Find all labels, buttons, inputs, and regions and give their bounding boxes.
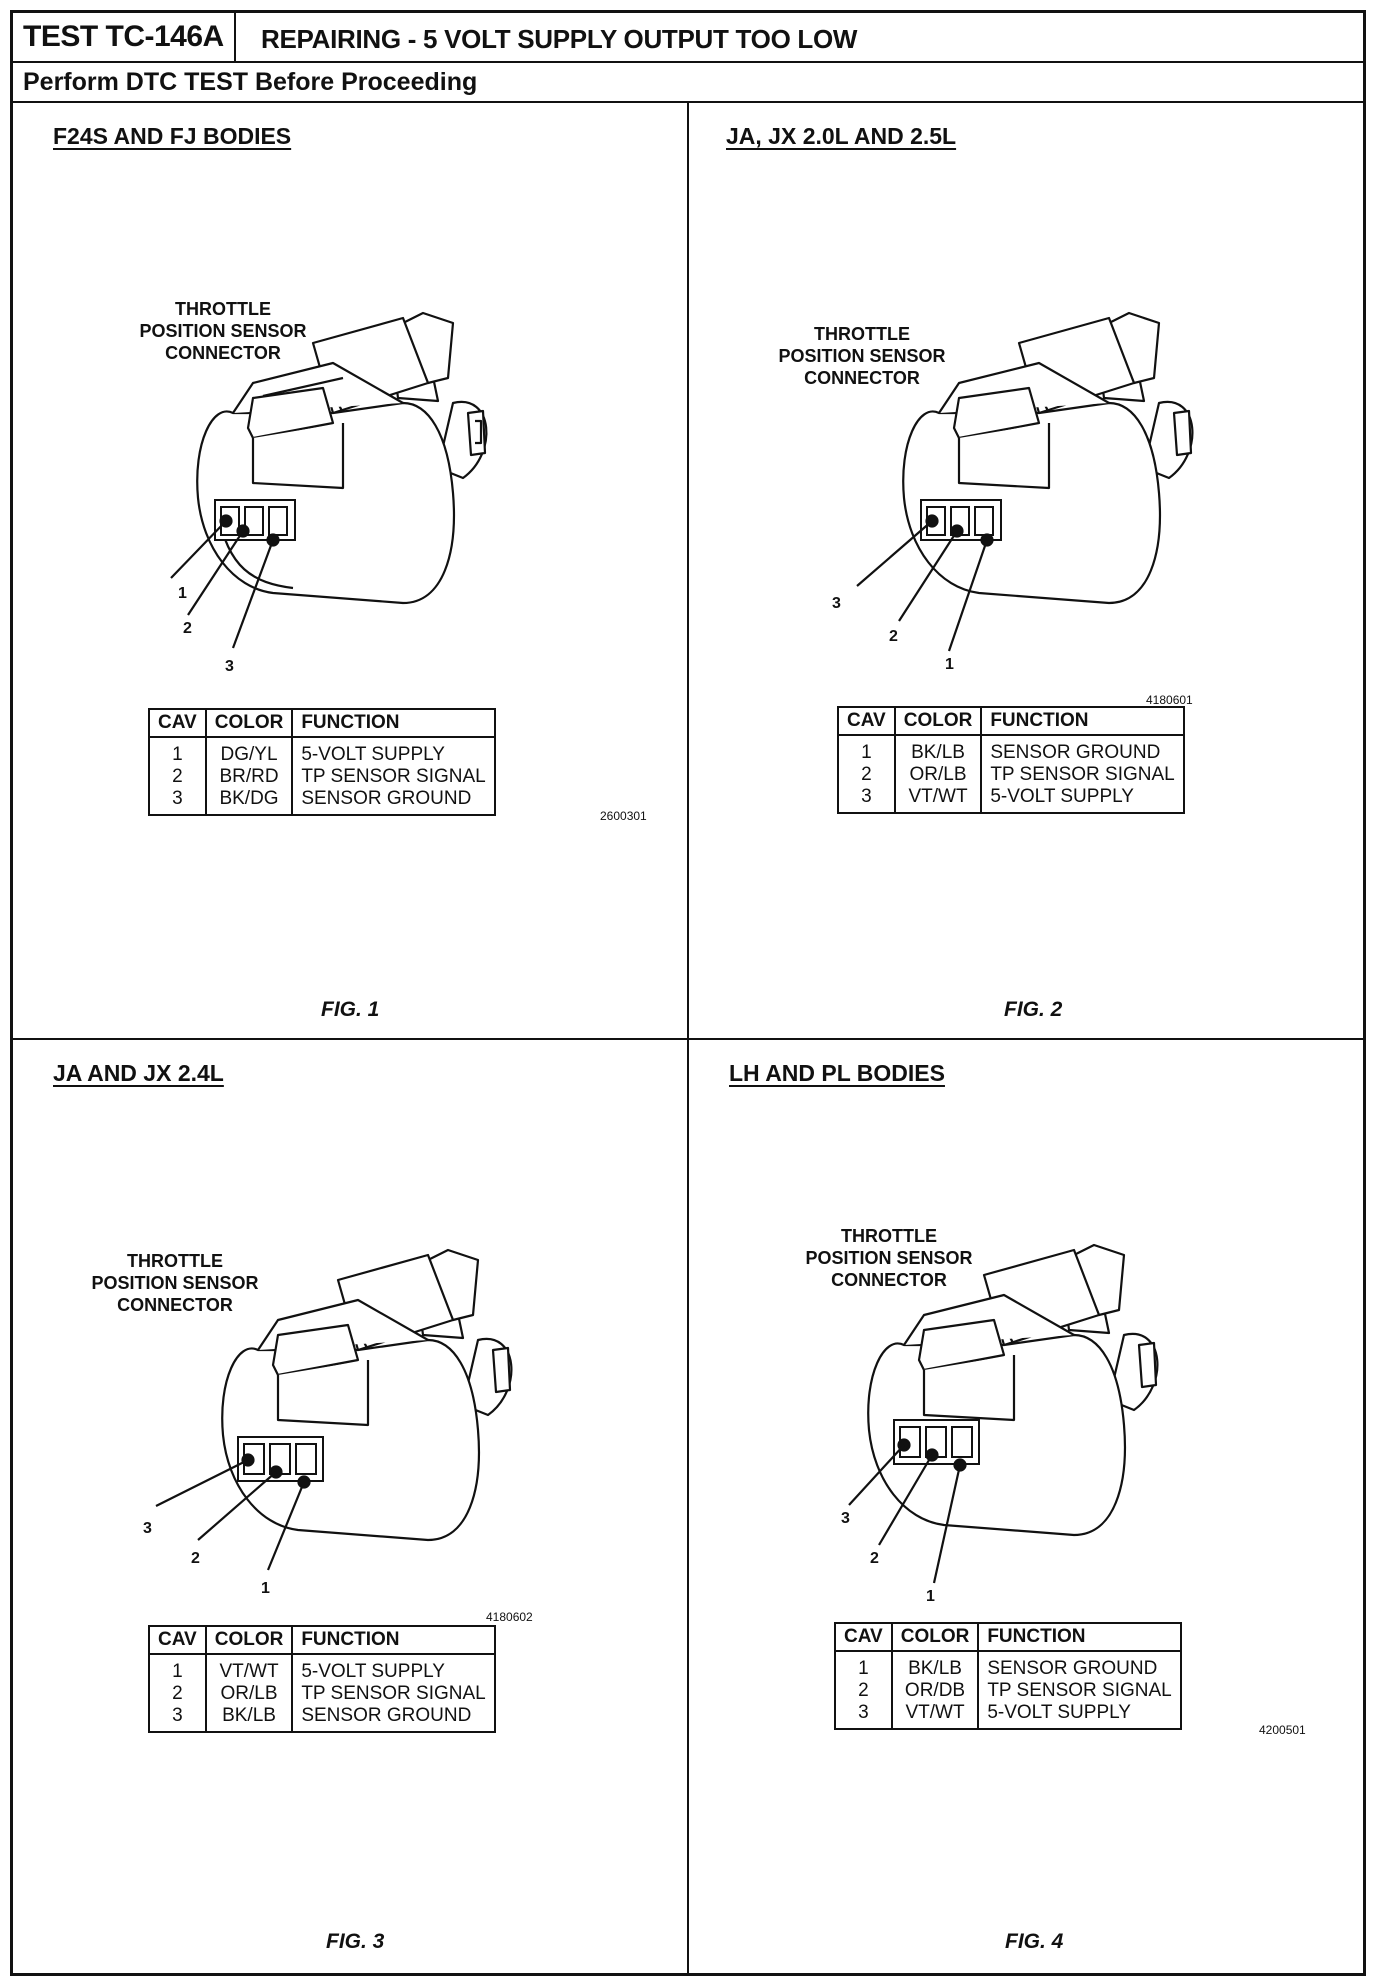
pin-number: 3	[225, 658, 234, 675]
color-header: COLOR	[205, 1626, 294, 1655]
header-bar: TEST TC-146A REPAIRING - 5 VOLT SUPPLY O…	[13, 13, 1363, 63]
connector-drawing	[856, 311, 1194, 652]
table-row: 3 VT/WT 5-VOLT SUPPLY	[835, 1702, 1181, 1729]
table-row: 3 BK/LB SENSOR GROUND	[149, 1705, 495, 1732]
figure-panel-1: F24S AND FJ BODIES THROTTLE POSITION SEN…	[13, 103, 689, 1040]
pin-number: 2	[870, 1550, 879, 1567]
pin-number: 2	[183, 620, 192, 637]
sensor-label: THROTTLE POSITION SENSOR CONNECTOR	[139, 299, 307, 363]
table-row: 1 VT/WT 5-VOLT SUPPLY	[149, 1654, 495, 1683]
figure-title: LH AND PL BODIES	[729, 1060, 945, 1086]
figure-panel-2: JA, JX 2.0L AND 2.5L THROTTLE POSITION S…	[689, 103, 1363, 1040]
figure-title: JA AND JX 2.4L	[53, 1060, 224, 1086]
figure-panel-4: LH AND PL BODIES THROTTLE POSITION SENSO…	[689, 1040, 1363, 1973]
function-header: FUNCTION	[292, 709, 495, 738]
image-code: 4200501	[1259, 1723, 1306, 1737]
pin-number: 3	[143, 1520, 152, 1537]
cav-header: CAV	[838, 707, 896, 736]
table-row: 1 DG/YL 5-VOLT SUPPLY	[149, 737, 495, 766]
pin-number: 2	[191, 1550, 200, 1567]
color-header: COLOR	[205, 709, 294, 738]
figure-title: F24S AND FJ BODIES	[53, 123, 292, 149]
pin-number: 1	[178, 585, 187, 602]
connector-drawing	[170, 311, 488, 649]
sensor-label: THROTTLE POSITION SENSOR CONNECTOR	[805, 1226, 973, 1290]
cavity-table: CAV COLOR FUNCTION 1 DG/YL 5-VOLT SUPPLY…	[148, 708, 496, 816]
cav-header: CAV	[149, 1626, 207, 1655]
figure-caption: FIG. 3	[326, 1930, 385, 1953]
figure-caption: FIG. 2	[1004, 998, 1063, 1021]
image-code: 4180601	[1146, 693, 1193, 707]
pin-number: 3	[841, 1510, 850, 1527]
test-page: TEST TC-146A REPAIRING - 5 VOLT SUPPLY O…	[10, 10, 1366, 1976]
figure-caption: FIG. 1	[321, 998, 380, 1021]
image-code: 4180602	[486, 1610, 533, 1624]
function-header: FUNCTION	[981, 707, 1184, 736]
pin-number: 1	[926, 1588, 935, 1605]
test-subtitle: Perform DTC TEST Before Proceeding	[13, 63, 1363, 103]
image-code: 2600301	[600, 809, 647, 823]
color-header: COLOR	[891, 1623, 980, 1652]
figure-caption: FIG. 4	[1005, 1930, 1064, 1953]
function-header: FUNCTION	[292, 1626, 495, 1655]
figure-title: JA, JX 2.0L AND 2.5L	[726, 123, 957, 149]
pin-number: 1	[261, 1580, 270, 1597]
sensor-label: THROTTLE POSITION SENSOR CONNECTOR	[778, 324, 946, 388]
figure-panel-3: JA AND JX 2.4L THROTTLE POSITION SENSOR …	[13, 1040, 689, 1973]
connector-drawing	[155, 1248, 513, 1571]
cavity-table: CAV COLOR FUNCTION 1 VT/WT 5-VOLT SUPPLY…	[148, 1625, 496, 1733]
test-title: REPAIRING - 5 VOLT SUPPLY OUTPUT TOO LOW	[261, 24, 858, 54]
color-header: COLOR	[894, 707, 983, 736]
table-row: 1 BK/LB SENSOR GROUND	[835, 1651, 1181, 1680]
cavity-table: CAV COLOR FUNCTION 1 BK/LB SENSOR GROUND…	[834, 1622, 1182, 1730]
test-id: TEST TC-146A	[13, 13, 236, 61]
cav-header: CAV	[835, 1623, 893, 1652]
table-row: 3 VT/WT 5-VOLT SUPPLY	[838, 786, 1184, 813]
table-row: 2 OR/LB TP SENSOR SIGNAL	[838, 764, 1184, 786]
pin-number: 3	[832, 595, 841, 612]
connector-drawing	[848, 1243, 1159, 1584]
table-row: 2 BR/RD TP SENSOR SIGNAL	[149, 766, 495, 788]
sensor-label: THROTTLE POSITION SENSOR CONNECTOR	[91, 1251, 259, 1315]
table-row: 2 OR/LB TP SENSOR SIGNAL	[149, 1683, 495, 1705]
pin-number: 2	[889, 628, 898, 645]
pin-number: 1	[945, 656, 954, 673]
function-header: FUNCTION	[978, 1623, 1181, 1652]
table-row: 1 BK/LB SENSOR GROUND	[838, 735, 1184, 764]
cav-header: CAV	[149, 709, 207, 738]
table-row: 3 BK/DG SENSOR GROUND	[149, 788, 495, 815]
cavity-table: CAV COLOR FUNCTION 1 BK/LB SENSOR GROUND…	[837, 706, 1185, 814]
table-row: 2 OR/DB TP SENSOR SIGNAL	[835, 1680, 1181, 1702]
